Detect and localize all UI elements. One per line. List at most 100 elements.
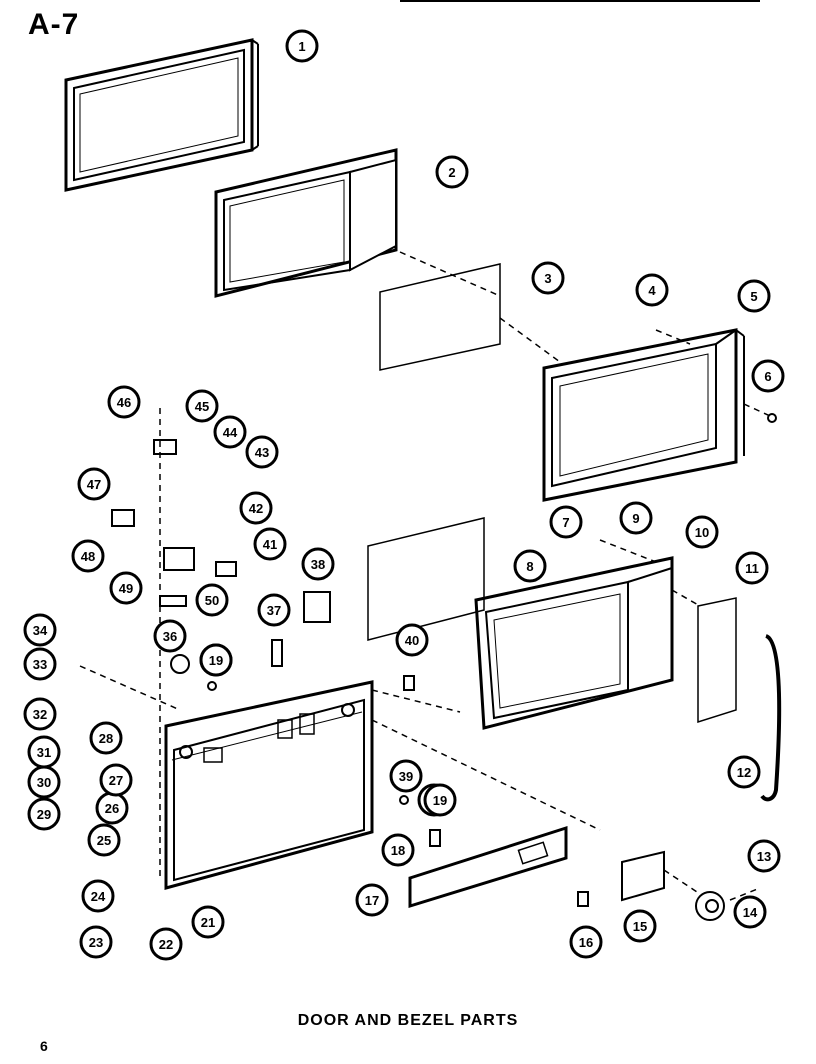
callout-18: 18 xyxy=(381,833,415,867)
callout-circle xyxy=(245,435,279,469)
callout-label: 15 xyxy=(633,919,647,934)
callout-33: 33 xyxy=(23,647,57,681)
section-code: A-7 xyxy=(28,8,80,41)
callout-label: 34 xyxy=(33,623,48,638)
callout-circle xyxy=(23,647,57,681)
callout-circle xyxy=(71,539,105,573)
callout-circle xyxy=(213,415,247,449)
callout-circle xyxy=(549,505,583,539)
callout-38: 38 xyxy=(301,547,335,581)
callout-circle xyxy=(355,883,389,917)
callout-circle xyxy=(301,547,335,581)
callout-circle xyxy=(81,879,115,913)
callout-34: 34 xyxy=(23,613,57,647)
callout-label: 29 xyxy=(37,807,51,822)
callout-label: 5 xyxy=(750,289,757,304)
callout-circle xyxy=(435,155,469,189)
callout-label: 10 xyxy=(695,525,709,540)
callout-label: 45 xyxy=(195,399,209,414)
part-3-window-pane xyxy=(379,263,501,371)
part-17-bezel xyxy=(408,825,568,909)
callout-label: 3 xyxy=(544,271,551,286)
callout-circle xyxy=(381,833,415,867)
part-11-plate xyxy=(697,597,737,724)
callout-6: 6 xyxy=(751,359,785,393)
callout-9: 9 xyxy=(619,501,653,535)
callout-1: 1 xyxy=(285,29,319,63)
part-5-inner-frame xyxy=(542,328,745,502)
callout-label: 37 xyxy=(267,603,281,618)
callout-circle xyxy=(199,643,233,677)
callout-label: 39 xyxy=(399,769,413,784)
callout-label: 50 xyxy=(205,593,219,608)
diagram-caption: DOOR AND BEZEL PARTS xyxy=(297,1012,519,1029)
callout-31: 31 xyxy=(27,735,61,769)
callout-label: 12 xyxy=(737,765,751,780)
callout-47: 47 xyxy=(77,467,111,501)
callout-circle xyxy=(99,763,133,797)
callout-25: 25 xyxy=(87,823,121,857)
callout-circle xyxy=(685,515,719,549)
callout-circle xyxy=(87,823,121,857)
callout-39: 39 xyxy=(389,759,423,793)
callout-circle xyxy=(747,839,781,873)
callout-28: 28 xyxy=(89,721,123,755)
callout-label: 41 xyxy=(263,537,277,552)
callout-circle xyxy=(389,759,423,793)
callout-14: 14 xyxy=(733,895,767,929)
part-21-control-housing xyxy=(164,680,374,890)
callout-circle xyxy=(285,29,319,63)
callout-circle xyxy=(253,527,287,561)
callout-7: 7 xyxy=(549,505,583,539)
callout-circle xyxy=(623,909,657,943)
callout-21: 21 xyxy=(191,905,225,939)
callout-15: 15 xyxy=(623,909,657,943)
callout-label: 46 xyxy=(117,395,131,410)
callout-50: 50 xyxy=(195,583,229,617)
part-8-shield xyxy=(367,517,485,641)
callout-11: 11 xyxy=(735,551,769,585)
callout-45: 45 xyxy=(185,389,219,423)
part-1-door-frame xyxy=(64,38,259,192)
callout-label: 16 xyxy=(579,935,593,950)
callout-2: 2 xyxy=(435,155,469,189)
callout-circle xyxy=(23,613,57,647)
callout-label: 8 xyxy=(526,559,533,574)
callout-30: 30 xyxy=(27,765,61,799)
callout-circle xyxy=(619,501,653,535)
callout-circle xyxy=(89,721,123,755)
callout-bubbles: 1234567891011121314151617181920212223242… xyxy=(23,29,785,961)
callout-10: 10 xyxy=(685,515,719,549)
callout-label: 43 xyxy=(255,445,269,460)
callout-24: 24 xyxy=(81,879,115,913)
callout-circle xyxy=(395,623,429,657)
callout-label: 25 xyxy=(97,833,111,848)
callout-label: 38 xyxy=(311,557,325,572)
callout-circle xyxy=(191,905,225,939)
callout-label: 23 xyxy=(89,935,103,950)
callout-46: 46 xyxy=(107,385,141,419)
callout-label: 14 xyxy=(743,905,758,920)
callout-label: 42 xyxy=(249,501,263,516)
callout-17: 17 xyxy=(355,883,389,917)
callout-label: 19 xyxy=(209,653,223,668)
callout-circle xyxy=(569,925,603,959)
callout-19: 19 xyxy=(423,783,457,817)
callout-40: 40 xyxy=(395,623,429,657)
callout-label: 49 xyxy=(119,581,133,596)
callout-label: 9 xyxy=(632,511,639,526)
callout-label: 18 xyxy=(391,843,405,858)
part-14-knob xyxy=(695,891,725,921)
callout-label: 32 xyxy=(33,707,47,722)
callout-label: 48 xyxy=(81,549,95,564)
callout-27: 27 xyxy=(99,763,133,797)
part-2-choke-frame xyxy=(214,148,398,298)
callout-circle xyxy=(149,927,183,961)
callout-16: 16 xyxy=(569,925,603,959)
callout-circle xyxy=(531,261,565,295)
callout-36: 36 xyxy=(153,619,187,653)
callout-label: 27 xyxy=(109,773,123,788)
callout-label: 21 xyxy=(201,915,215,930)
